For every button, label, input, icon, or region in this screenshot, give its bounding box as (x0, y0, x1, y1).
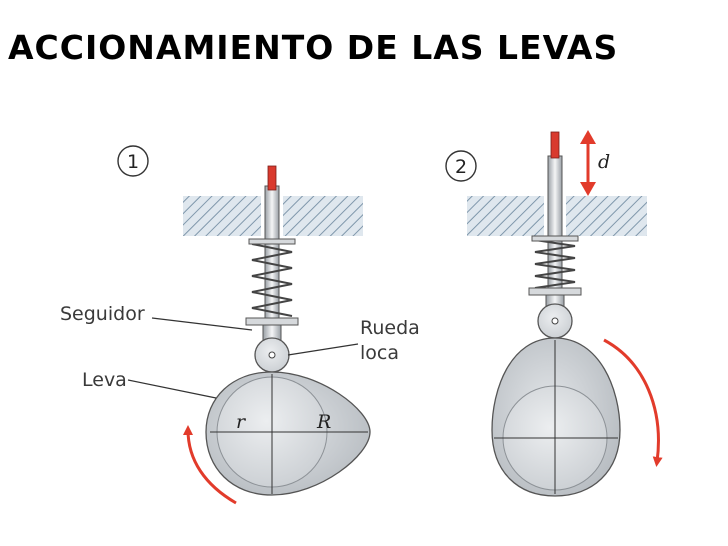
rotation-arrow-1 (183, 425, 237, 505)
figure-1: 1 r R Seguidor Rueda loca Leva (60, 145, 420, 505)
figure-2: 2 d (445, 130, 663, 497)
figure-2-number: 2 (455, 156, 467, 178)
follower-plate-1 (245, 317, 299, 326)
follower-plate-2 (528, 287, 582, 296)
page-title: ACCIONAMIENTO DE LAS LEVAS (8, 28, 619, 67)
label-displacement: d (598, 151, 610, 173)
figure-1-number-circle (117, 145, 149, 177)
rod-tip-1 (267, 165, 277, 191)
label-large-radius: R (316, 411, 331, 433)
figure-1-number: 1 (127, 151, 139, 173)
spring-2 (534, 239, 576, 289)
leader-wheel (287, 343, 359, 356)
spring-seat-top-1 (248, 238, 296, 245)
leader-follower (151, 317, 253, 331)
roller-axle-2 (551, 317, 559, 325)
leader-cam (127, 379, 217, 399)
label-cam: Leva (82, 369, 127, 391)
rod-tip-2 (550, 131, 560, 159)
label-wheel-line2: loca (360, 342, 399, 364)
spring-seat-top-2 (531, 235, 579, 242)
label-follower: Seguidor (60, 303, 145, 325)
label-wheel-line1: Rueda (360, 317, 420, 339)
roller-axle-1 (268, 351, 276, 359)
displacement-arrow-head-down (580, 182, 596, 196)
label-small-radius: r (236, 411, 247, 433)
spring-1 (251, 243, 293, 317)
figure-2-number-circle (445, 150, 477, 182)
rotation-arrow-2 (603, 338, 663, 467)
displacement-arrow-head-up (580, 130, 596, 144)
